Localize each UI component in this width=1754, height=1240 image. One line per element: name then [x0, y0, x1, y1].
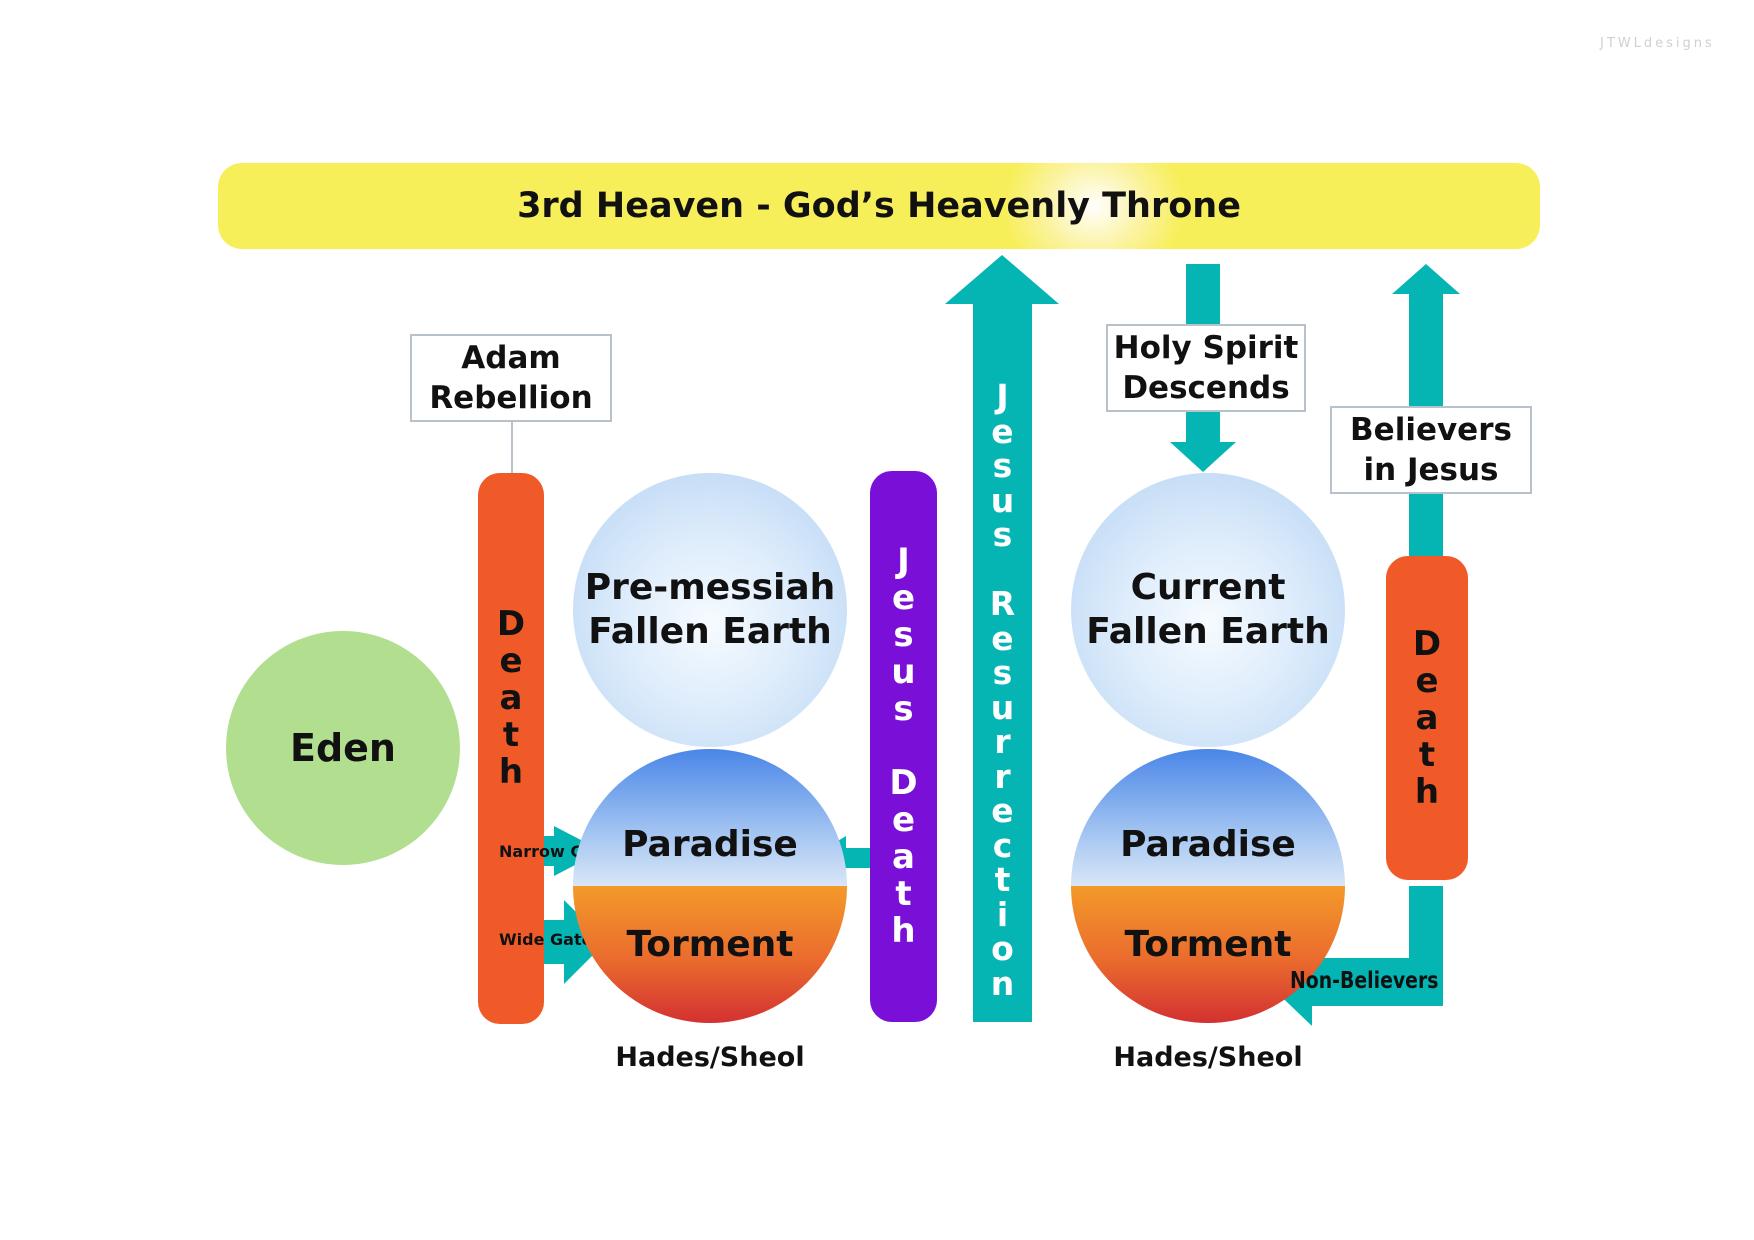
- torment-right-label: Torment: [1124, 924, 1292, 965]
- adam-line2: Rebellion: [429, 380, 593, 416]
- holy-spirit-box: Holy Spirit Descends: [1106, 324, 1306, 412]
- watermark: JTWLdesigns: [1600, 36, 1715, 51]
- vertical-letter: h: [891, 911, 916, 951]
- vertical-letter: e: [1415, 660, 1439, 701]
- vertical-letter: h: [1414, 771, 1440, 812]
- vertical-letter: [889, 728, 917, 765]
- vertical-letter: n: [990, 963, 1015, 1003]
- resurrection-arrow-head: [945, 255, 1059, 304]
- eden-circle: Eden: [226, 631, 460, 865]
- torment-right: [1071, 886, 1345, 1023]
- believers-box: Believers in Jesus: [1330, 406, 1532, 494]
- vertical-letter: e: [499, 641, 523, 681]
- vertical-letter: u: [990, 480, 1015, 520]
- vertical-letter: a: [1415, 697, 1439, 738]
- vertical-letter: t: [994, 860, 1011, 899]
- paradise-right: [1071, 749, 1345, 886]
- vertical-letter: s: [992, 653, 1013, 692]
- believers-arrow-head: [1392, 264, 1460, 294]
- wide-gate-label: Wide Gate: [499, 930, 593, 949]
- vertical-letter: s: [893, 689, 914, 729]
- non-believers-label: Non-Believers: [1290, 968, 1439, 994]
- holy-spirit-arrow-head: [1170, 442, 1236, 472]
- holy-spirit-arrow-top: [1186, 264, 1220, 326]
- hades-right-circle: Paradise Torment: [1071, 749, 1345, 1023]
- pre-earth-line1: Pre-messiah: [584, 567, 836, 608]
- vertical-letter: J: [897, 541, 910, 581]
- vertical-letter: R: [989, 584, 1016, 623]
- vertical-letter: D: [496, 604, 526, 644]
- believers-arrow-shaft-bottom: [1409, 490, 1443, 558]
- holy-spirit-line1: Holy Spirit: [1113, 330, 1299, 366]
- pre-messiah-earth-circle: Pre-messiah Fallen Earth: [573, 473, 847, 747]
- vertical-letter: a: [892, 837, 915, 877]
- vertical-letter: r: [994, 756, 1011, 796]
- paradise-left: [573, 749, 847, 886]
- vertical-letter: t: [502, 715, 520, 755]
- vertical-letter: e: [991, 411, 1014, 451]
- vertical-letter: s: [992, 515, 1013, 554]
- vertical-letter: [973, 553, 1032, 588]
- holy-spirit-line2: Descends: [1122, 370, 1290, 406]
- vertical-letter: i: [996, 894, 1009, 934]
- torment-left: [573, 886, 847, 1023]
- vertical-letter: s: [893, 615, 914, 655]
- vertical-letter: D: [1412, 623, 1442, 664]
- vertical-letter: J: [996, 377, 1009, 416]
- believers-arrow-shaft-top: [1409, 292, 1443, 408]
- current-earth-line1: Current: [1130, 567, 1286, 608]
- vertical-letter: u: [891, 652, 916, 692]
- vertical-letter: e: [991, 618, 1014, 658]
- paradise-left-label: Paradise: [622, 824, 798, 865]
- vertical-letter: D: [889, 763, 918, 803]
- vertical-letter: r: [994, 722, 1011, 761]
- holy-spirit-arrow-shaft: [1186, 408, 1220, 444]
- vertical-letter: e: [991, 791, 1014, 830]
- hades-left-circle: Paradise Torment: [573, 749, 847, 1023]
- believers-line1: Believers: [1350, 412, 1512, 448]
- believers-line2: in Jesus: [1363, 452, 1499, 488]
- pre-earth-line2: Fallen Earth: [588, 611, 832, 652]
- heaven-bar: 3rd Heaven - God’s Heavenly Throne: [218, 163, 1540, 249]
- vertical-letter: h: [498, 752, 524, 792]
- vertical-letter: e: [891, 578, 916, 618]
- vertical-letter: o: [991, 929, 1014, 968]
- hades-left-caption: Hades/Sheol: [615, 1042, 805, 1073]
- vertical-letter: a: [499, 678, 523, 718]
- torment-left-label: Torment: [626, 924, 794, 965]
- vertical-letter: e: [891, 800, 916, 840]
- vertical-letter: t: [1418, 734, 1436, 775]
- adam-line1: Adam: [461, 340, 561, 376]
- vertical-letter: u: [990, 687, 1015, 727]
- paradise-right-label: Paradise: [1120, 824, 1296, 865]
- current-earth-circle: Current Fallen Earth: [1071, 473, 1345, 747]
- hades-right-caption: Hades/Sheol: [1113, 1042, 1303, 1073]
- vertical-letter: s: [992, 446, 1013, 485]
- resurrection-arrow-shaft: [973, 300, 1032, 1022]
- adam-rebellion-box: Adam Rebellion: [410, 334, 612, 422]
- current-earth-line2: Fallen Earth: [1086, 611, 1330, 652]
- vertical-letter: c: [992, 825, 1013, 865]
- vertical-letter: t: [895, 874, 912, 914]
